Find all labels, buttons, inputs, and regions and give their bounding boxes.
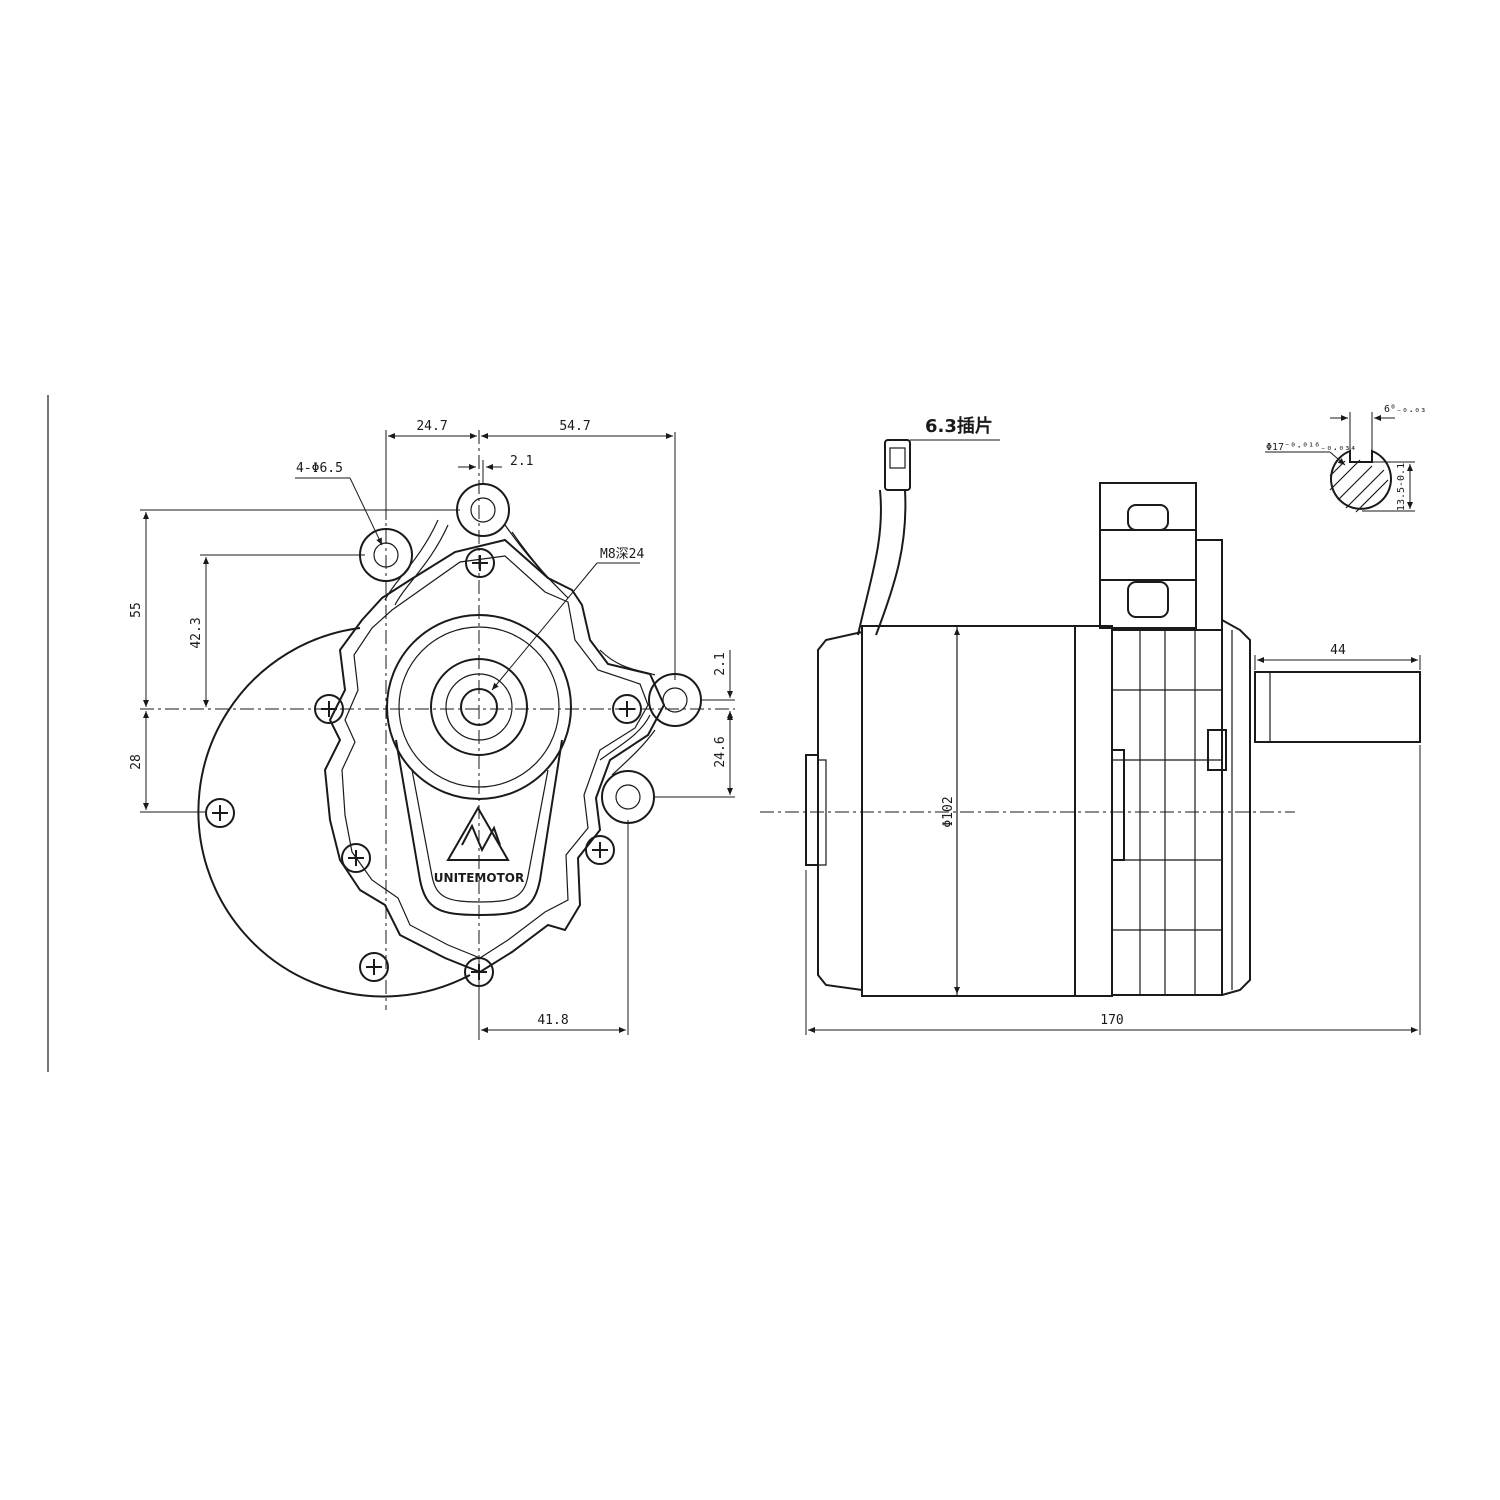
dim-28: 28 — [129, 754, 144, 770]
housing-inner-outline — [341, 555, 649, 959]
mount-hole-lower-right — [615, 784, 641, 810]
gear-housing-outline — [197, 627, 471, 998]
key-depth: 13.5-0.1 — [1396, 463, 1407, 511]
mount-boss-right — [648, 673, 702, 727]
brand-logo: UNITEMOTOR — [434, 805, 524, 885]
thread-callout: M8深24 — [600, 547, 644, 562]
mount-boss-top — [456, 483, 510, 537]
mount-boss-lower-right — [601, 770, 655, 824]
mount-hole-right — [662, 687, 688, 713]
dim-24-6: 24.6 — [713, 736, 728, 767]
dim-54-7: 54.7 — [559, 419, 590, 434]
logo-plate-inner — [411, 769, 549, 903]
front-view: UNITEMOTOR 24.7 54.7 2.1 4-Φ6.5 M8深24 — [129, 419, 735, 1040]
shaft-diameter: Φ17⁻⁰·⁰¹⁶₋₀.₀₃₄ — [1266, 442, 1356, 453]
logo-plate — [395, 739, 563, 917]
dim-diameter: Φ102 — [941, 796, 956, 827]
dim-42-3: 42.3 — [189, 617, 204, 648]
dim-44: 44 — [1330, 643, 1346, 658]
shaft-section: 6⁰₋₀.₀₃ Φ17⁻⁰·⁰¹⁶₋₀.₀₃₄ 13.5-0.1 — [1265, 404, 1426, 513]
screw-heads — [205, 548, 642, 987]
rear-end-cap — [805, 754, 819, 866]
side-view: 6.3插片 44 Φ102 170 — [760, 415, 1421, 1035]
terminal-wire — [857, 489, 907, 636]
dim-41-8: 41.8 — [537, 1013, 568, 1028]
dim-55: 55 — [129, 602, 144, 618]
mount-hole-top — [470, 497, 496, 523]
terminal-label: 6.3插片 — [925, 415, 993, 437]
dim-170: 170 — [1100, 1013, 1123, 1028]
brand-logo-text: UNITEMOTOR — [434, 871, 524, 885]
rear-end-cover — [817, 630, 863, 992]
main-housing-outline — [323, 538, 666, 974]
dim-24-7: 24.7 — [416, 419, 447, 434]
key-width: 6⁰₋₀.₀₃ — [1384, 404, 1426, 415]
hole-callout: 4-Φ6.5 — [296, 461, 343, 476]
dim-2-1-top: 2.1 — [510, 454, 533, 469]
output-shaft — [1254, 671, 1421, 743]
shaft-section-outline — [1330, 449, 1392, 510]
dim-2-1-right: 2.1 — [713, 652, 728, 675]
